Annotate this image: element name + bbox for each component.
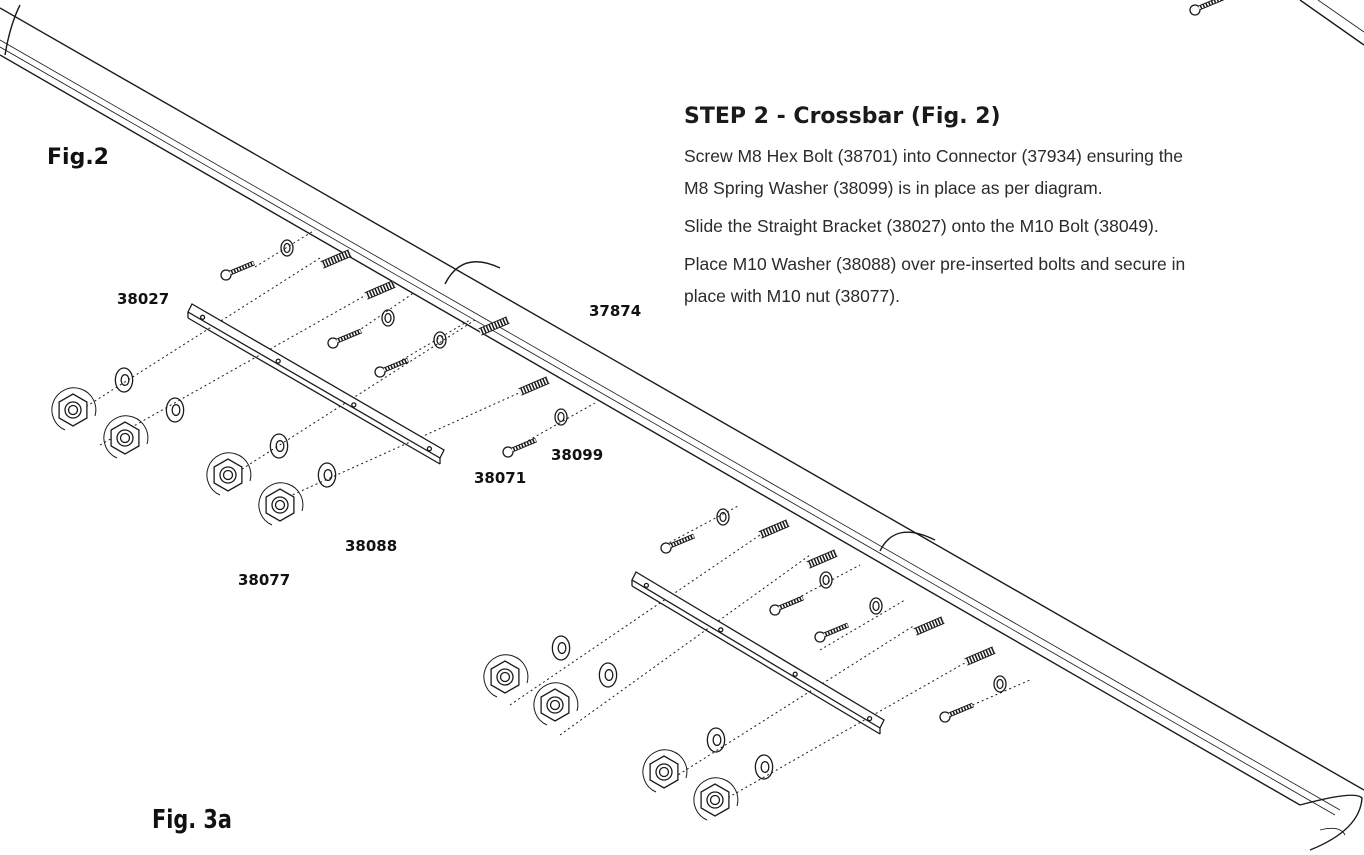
hex-bolt-icon <box>1189 0 1224 16</box>
hex-bolt-icon <box>220 260 255 281</box>
assembly-guide-line <box>269 387 531 506</box>
hex-nut-icon <box>642 749 688 793</box>
hex-bolt-icon <box>769 595 804 616</box>
hex-bolt-icon <box>327 328 362 349</box>
assembly-guide-line <box>559 554 811 736</box>
step-2-instructions: STEP 2 - Crossbar (Fig. 2) Screw M8 Hex … <box>684 104 1354 312</box>
rotation-arrow-icon <box>533 682 579 726</box>
assembly-guide-line <box>254 229 316 268</box>
part-number-38027: 38027 <box>117 290 170 308</box>
threaded-stud-icon <box>758 519 790 539</box>
rotation-arrow-icon <box>51 387 97 431</box>
threaded-stud-icon <box>518 376 550 396</box>
spring-washer-icon <box>433 331 447 349</box>
threaded-stud-icon <box>364 280 396 300</box>
step-line: Screw M8 Hex Bolt (38701) into Connector… <box>684 146 1184 166</box>
hex-nut-icon <box>483 654 529 698</box>
hex-nut-icon <box>258 482 304 526</box>
rotation-arrow-icon <box>483 654 529 698</box>
step-line: Place M10 Washer (38088) over pre-insert… <box>684 254 1186 274</box>
part-number-38099: 38099 <box>551 446 604 464</box>
threaded-stud-icon <box>913 616 945 636</box>
washer-icon <box>706 727 726 753</box>
washer-icon <box>551 635 571 661</box>
washer-icon <box>165 397 185 423</box>
figure-3a-label: Fig. 3a <box>152 805 232 835</box>
spring-washer-icon <box>869 597 883 615</box>
hex-nut-icon <box>693 777 739 821</box>
washer-icon <box>598 662 618 688</box>
step-line: place with M10 nut (38077). <box>684 286 900 306</box>
assembly-guide-line <box>714 659 971 806</box>
rotation-arrow-icon <box>642 749 688 793</box>
washer-icon <box>114 367 134 393</box>
hex-bolt-icon <box>502 437 537 458</box>
rotation-arrow-icon <box>258 482 304 526</box>
spring-washer-icon <box>554 408 568 426</box>
part-number-37874: 37874 <box>589 302 642 320</box>
spring-washer-icon <box>280 239 294 257</box>
assembly-guide-line <box>819 599 906 651</box>
assembly-guide-line <box>669 624 916 781</box>
rotation-arrow-icon <box>693 777 739 821</box>
spring-washer-icon <box>819 571 833 589</box>
spring-washer-icon <box>993 675 1007 693</box>
step-line: Slide the Straight Bracket (38027) onto … <box>684 216 1159 236</box>
threaded-stud-icon <box>478 316 510 336</box>
step-line: M8 Spring Washer (38099) is in place as … <box>684 178 1103 198</box>
figure-2-label: Fig.2 <box>47 145 109 170</box>
straight-bracket-icon <box>631 571 885 735</box>
spring-washer-icon <box>716 508 730 526</box>
spring-washer-icon <box>381 309 395 327</box>
rotation-arrow-icon <box>206 452 252 496</box>
threaded-stud-icon <box>964 646 996 666</box>
hex-nut-icon <box>103 415 149 459</box>
step-title: STEP 2 - Crossbar (Fig. 2) <box>684 104 1001 129</box>
rotation-arrow-icon <box>103 415 149 459</box>
threaded-stud-icon <box>320 249 352 269</box>
hex-nut-icon <box>206 452 252 496</box>
hex-bolt-icon <box>374 357 409 378</box>
hex-nut-icon <box>51 387 97 431</box>
part-number-38077: 38077 <box>238 571 291 589</box>
assembly-guide-line <box>344 291 416 341</box>
washer-icon <box>754 754 774 780</box>
assembly-guide-line <box>509 534 761 706</box>
straight-bracket-icon <box>187 303 445 465</box>
threaded-stud-icon <box>806 549 838 569</box>
part-number-38088: 38088 <box>345 537 398 555</box>
part-number-38071: 38071 <box>474 469 527 487</box>
assembly-guide-line <box>64 257 321 421</box>
assembly-guide-line <box>664 504 741 546</box>
hex-nut-icon <box>533 682 579 726</box>
washer-icon <box>269 433 289 459</box>
hex-bolt-icon <box>814 622 849 643</box>
hex-bolt-icon <box>660 533 695 554</box>
washer-icon <box>317 462 337 488</box>
hex-bolt-icon <box>939 702 974 723</box>
